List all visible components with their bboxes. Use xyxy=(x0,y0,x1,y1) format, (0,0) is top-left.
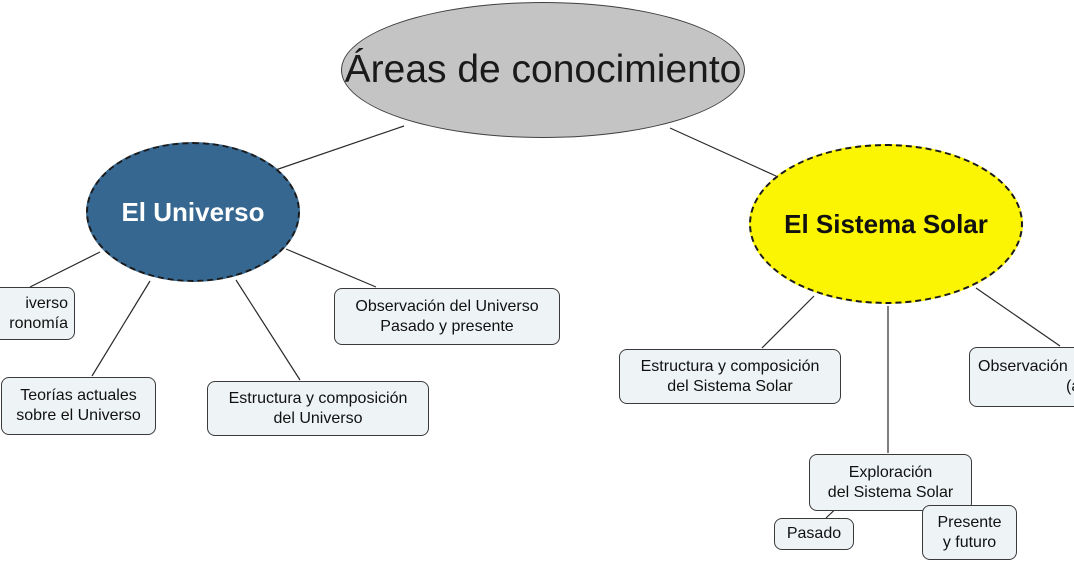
universo-node: El Universo xyxy=(86,142,300,282)
connector-universo-observacion xyxy=(285,248,377,288)
solar-presente-line1: Presente xyxy=(937,513,1002,531)
sistema-solar-node: El Sistema Solar xyxy=(749,144,1023,304)
solar-presente-line2: y futuro xyxy=(942,533,997,551)
universo-node-label: El Universo xyxy=(121,196,265,227)
universo-estructura-box: Estructura y composición del Universo xyxy=(207,381,429,436)
solar-pasado-label: Pasado xyxy=(786,525,842,542)
universo-estructura-line2: del Universo xyxy=(273,409,363,427)
connector-universo-historia xyxy=(29,251,101,288)
universo-teorias-line2: sobre el Universo xyxy=(16,407,141,424)
universo-observacion-line2: Pasado y presente xyxy=(380,317,514,335)
solar-exploracion-box: Exploración del Sistema Solar xyxy=(809,454,972,511)
solar-pasado-box: Pasado xyxy=(774,518,854,550)
connector-universo-estructura xyxy=(235,279,301,381)
connector-universo-teorias xyxy=(91,280,151,377)
solar-exploracion-line2: del Sistema Solar xyxy=(827,483,954,501)
sistema-solar-node-label: El Sistema Solar xyxy=(784,208,988,239)
universo-observacion-line1: Observación del Universo xyxy=(355,297,539,315)
connector-solar-observacion xyxy=(975,287,1061,347)
root-node: Áreas de conocimiento xyxy=(341,2,745,138)
solar-estructura-line1: Estructura y composición xyxy=(640,357,820,375)
solar-exploracion-line1: Exploración xyxy=(848,463,933,481)
universo-observacion-box: Observación del Universo Pasado y presen… xyxy=(334,288,560,345)
solar-estructura-box: Estructura y composición del Sistema Sol… xyxy=(619,349,841,404)
universo-estructura-line1: Estructura y composición xyxy=(228,389,408,407)
solar-observacion-line2: (afi xyxy=(1066,378,1074,395)
solar-observacion-box: Observación (afi xyxy=(969,347,1074,407)
solar-observacion-line1: Observación xyxy=(978,358,1068,375)
universo-historia-line1: iverso xyxy=(25,294,68,312)
connector-root-solar xyxy=(669,127,777,177)
root-node-label: Áreas de conocimiento xyxy=(344,48,742,91)
connector-root-universo xyxy=(257,125,405,177)
universo-teorias-box: Teorías actuales sobre el Universo xyxy=(1,377,156,435)
connector-solar-estructura xyxy=(761,295,815,349)
solar-presente-box: Presente y futuro xyxy=(922,505,1017,560)
universo-historia-box: iverso ronomía xyxy=(0,287,75,340)
solar-estructura-line2: del Sistema Solar xyxy=(667,377,793,395)
universo-teorias-line1: Teorías actuales xyxy=(20,387,137,404)
universo-historia-line2: ronomía xyxy=(9,314,68,332)
